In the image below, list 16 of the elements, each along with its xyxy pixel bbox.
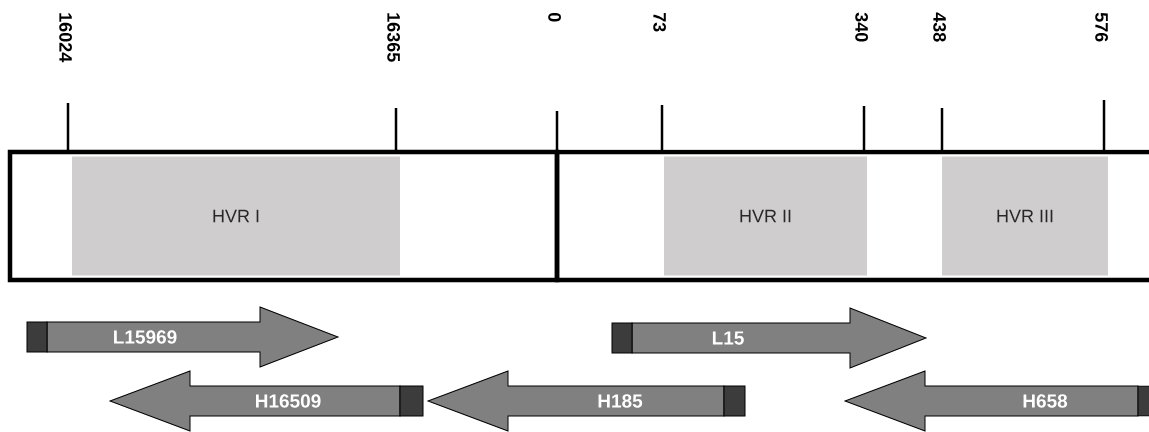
region-band: HVR III — [942, 156, 1108, 276]
region-band: HVR II — [664, 156, 867, 276]
primer-block: H658 — [844, 370, 1149, 432]
position-label: 576 — [1095, 12, 1108, 42]
position-label: 73 — [653, 12, 666, 32]
position-label: 0 — [548, 12, 561, 22]
primer-block: L15969 — [26, 306, 339, 368]
position-label: 340 — [855, 12, 868, 42]
region-band: HVR I — [72, 156, 400, 276]
segment-box — [554, 149, 1149, 283]
position-label: 438 — [933, 12, 946, 42]
position-label: 16024 — [59, 13, 72, 63]
primer-block: L15 — [611, 307, 927, 369]
position-label: 16365 — [387, 13, 400, 62]
primer-block: H185 — [427, 370, 746, 432]
primer-block: H16509 — [109, 370, 424, 432]
